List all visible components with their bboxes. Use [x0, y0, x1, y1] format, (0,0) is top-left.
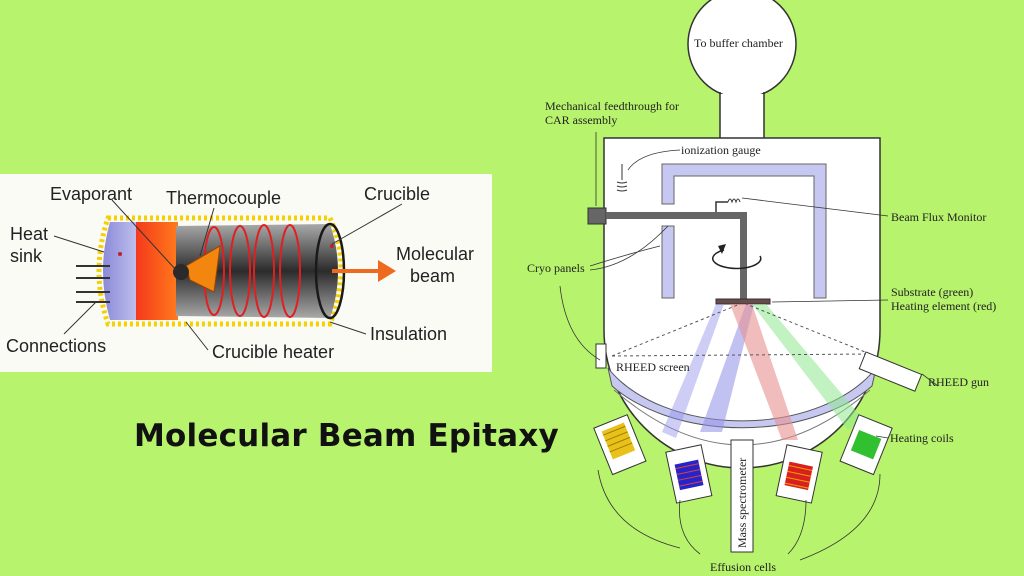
molecular-beam-arrow	[378, 260, 396, 282]
label-heating-coils: Heating coils	[890, 431, 954, 445]
label-evaporant: Evaporant	[50, 184, 132, 204]
label-molecular-beam-line2: beam	[410, 266, 455, 286]
label-connections: Connections	[6, 336, 106, 356]
substrate	[715, 298, 771, 305]
crucible-heater-block	[136, 222, 178, 320]
evaporant-cone	[185, 245, 221, 293]
label-thermocouple: Thermocouple	[166, 188, 281, 208]
label-molecular-beam-line1: Molecular	[396, 244, 474, 264]
label-crucible: Crucible	[364, 184, 430, 204]
effusion-cell-green	[839, 414, 893, 476]
label-substrate: Substrate (green)	[891, 285, 973, 299]
label-feedthrough-line2: CAR assembly	[545, 113, 617, 127]
effusion-cell-svg: Evaporant Thermocouple Crucible Heat sin…	[6, 184, 474, 362]
effusion-cell-diagram: Evaporant Thermocouple Crucible Heat sin…	[0, 174, 492, 372]
insulation-jacket	[96, 215, 344, 327]
heat-sink-block	[103, 222, 140, 320]
rheed-gun	[858, 351, 923, 392]
label-heating-element: Heating element (red)	[891, 299, 996, 313]
beam-red	[730, 304, 798, 440]
label-crucible-heater: Crucible heater	[212, 342, 334, 362]
beam-green	[752, 304, 862, 430]
page-title: Molecular Beam Epitaxy	[134, 418, 559, 454]
label-buffer-chamber: To buffer chamber	[694, 36, 783, 50]
connection-wires	[76, 265, 110, 303]
label-ionization-gauge: ionization gauge	[681, 143, 761, 157]
beam-blue	[700, 304, 754, 432]
beam-blue-2	[662, 304, 724, 438]
label-cryo-panels: Cryo panels	[527, 261, 585, 275]
label-effusion-cells: Effusion cells	[710, 560, 776, 574]
mass-spectrometer	[730, 439, 754, 553]
effusion-cell-blue	[665, 444, 713, 504]
rheed-screen	[595, 343, 607, 369]
manipulator-shaft	[740, 212, 747, 302]
rotation-arrow	[712, 249, 762, 270]
manipulator-arm	[606, 212, 746, 219]
thermocouple-bead	[173, 264, 189, 280]
label-feedthrough-line1: Mechanical feedthrough for	[545, 99, 679, 113]
label-rheed-gun: RHEED gun	[928, 375, 989, 389]
label-heat-sink-line2: sink	[10, 246, 43, 266]
label-rheed-screen: RHEED screen	[616, 360, 690, 374]
effusion-cell-red	[775, 444, 823, 504]
cryo-panel-lower	[661, 225, 675, 299]
label-heat-sink-line1: Heat	[10, 224, 48, 244]
label-insulation: Insulation	[370, 324, 447, 344]
effusion-cell-yellow	[593, 414, 647, 476]
label-mass-spectrometer: Mass spectrometer	[735, 458, 749, 548]
label-beam-flux-monitor: Beam Flux Monitor	[891, 210, 986, 224]
feedthrough-block	[587, 207, 607, 225]
